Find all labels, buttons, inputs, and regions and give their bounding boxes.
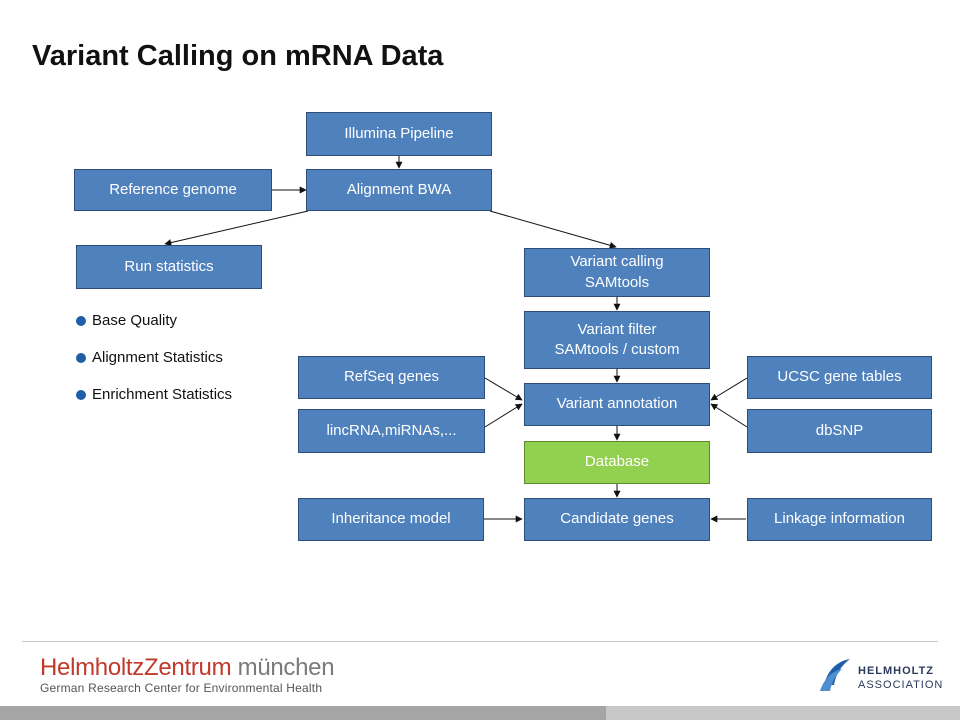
arrow-lincrna-annotation [484,403,523,428]
node-dbsnp: dbSNP [747,409,932,453]
node-variant-calling: Variant calling SAMtools [524,248,710,297]
node-linkage-information: Linkage information [747,498,932,541]
bullet-item: Enrichment Statistics [76,386,232,404]
node-candidate-genes: Candidate genes [524,498,710,541]
node-database: Database [524,441,710,484]
node-reference-genome: Reference genome [74,169,272,211]
assoc-name-line1: HELMHOLTZ [858,665,935,677]
node-lincrna: lincRNA,miRNAs,... [298,409,485,453]
bullet-item: Alignment Statistics [76,349,232,367]
arrow-refseq-annotation [484,377,523,401]
node-variant-annotation: Variant annotation [524,383,710,426]
node-run-statistics: Run statistics [76,245,262,289]
helmholtz-zentrum-logo: HelmholtzZentrum münchen German Research… [40,654,335,696]
arrow-dbsnp-annotation [710,403,748,428]
arrow-ucsc-annotation [710,377,748,401]
org-subtitle: German Research Center for Environmental… [40,681,323,695]
footer-bar [0,706,960,720]
run-statistics-list: Base Quality Alignment Statistics Enrich… [76,312,232,423]
bullet-item: Base Quality [76,312,232,330]
node-illumina-pipeline: Illumina Pipeline [306,112,492,156]
page-title: Variant Calling on mRNA Data [32,40,444,72]
node-inheritance-model: Inheritance model [298,498,484,541]
helmholtz-emblem-icon [820,659,850,691]
org-name-part1: HelmholtzZentrum [40,654,232,681]
assoc-name-line2: ASSOCIATION [858,679,944,691]
node-ucsc-gene-tables: UCSC gene tables [747,356,932,399]
arrow-alignment-variantcalling [489,210,617,249]
footer-divider [22,641,938,642]
arrow-alignment-runstats [164,210,309,246]
org-name-part2: münchen [231,654,335,681]
org-name: HelmholtzZentrum münchen [40,654,335,681]
node-alignment-bwa: Alignment BWA [306,169,492,211]
node-refseq-genes: RefSeq genes [298,356,485,399]
helmholtz-association-logo: HELMHOLTZ ASSOCIATION [818,655,942,695]
node-variant-filter: Variant filter SAMtools / custom [524,311,710,369]
footer-bar-light [606,706,960,720]
